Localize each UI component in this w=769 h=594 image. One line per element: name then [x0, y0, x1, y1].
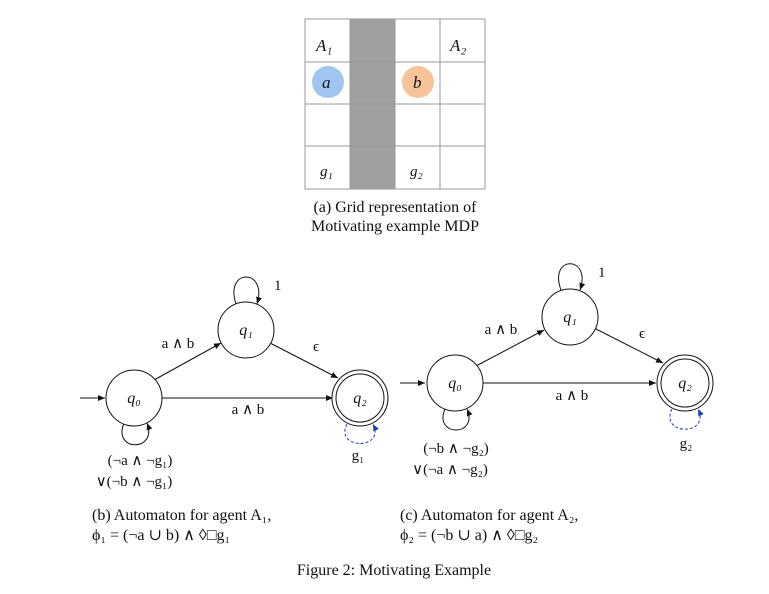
- automaton-b-state-q1: [217, 301, 275, 359]
- grid-caption-line2: Motivating example MDP: [311, 218, 479, 235]
- automaton-c: [400, 263, 714, 431]
- grid-label-a: a: [322, 73, 331, 92]
- grid-label-g2: g₂: [410, 164, 423, 180]
- automaton-c-label-q1-q2: ϵ: [639, 326, 645, 342]
- automaton-c-state-q0: [426, 354, 484, 412]
- automaton-c-loop-q1: [558, 263, 586, 291]
- grid-label-a2: A₂: [449, 36, 466, 55]
- automaton-b-label-q2-self: g₁: [352, 448, 365, 464]
- automaton-b-loop-q0: [121, 422, 153, 446]
- agent-b-circle: [402, 66, 434, 98]
- automaton-b-loop-q1: [233, 276, 262, 305]
- automaton-c-label-q0-q2: a ∧ b: [556, 388, 589, 404]
- automaton-b-caption-line2: ϕ₁ = (¬a ∪ b) ∧ ◊□g₁: [92, 527, 230, 544]
- automaton-b-label-q0-q1: a ∧ b: [162, 336, 195, 352]
- grid-caption-line1: (a) Grid representation of: [313, 199, 477, 216]
- automaton-c-state-q2-inner: [660, 358, 710, 408]
- automaton-b-state-q2: [331, 369, 389, 427]
- automaton-b: [80, 276, 389, 446]
- grid-label-b: b: [413, 73, 422, 92]
- automaton-b-label-q1-self: 1: [274, 278, 282, 294]
- grid-lines: [304, 18, 486, 190]
- grid-label-a1: A₁: [315, 36, 332, 55]
- automaton-c-caption-line2: ϕ₂ = (¬b ∪ a) ∧ ◊□g₂: [400, 527, 538, 544]
- automaton-c-caption-line1: (c) Automaton for agent A₂,: [400, 507, 578, 524]
- automaton-c-q2-label: q₂: [678, 375, 692, 392]
- automaton-c-label-q0-q1: a ∧ b: [485, 322, 518, 338]
- automaton-b-q0-label: q₀: [127, 390, 141, 407]
- automaton-b-q2-label: q₂: [353, 390, 367, 407]
- automaton-c-label-q0-self-line2: ∨(¬a ∧ ¬g₂): [412, 462, 488, 478]
- automaton-b-edge-q1-q2: [269, 342, 339, 379]
- automaton-c-label-q0-self-line1: (¬b ∧ ¬g₂): [423, 441, 489, 457]
- automaton-c-label-q2-self: g₂: [680, 436, 693, 452]
- automaton-c-q0-label: q₀: [448, 375, 462, 392]
- automaton-b-label-q1-q2: ϵ: [313, 339, 319, 355]
- grid-world: A₁ A₂ a b g₁ g₂: [304, 18, 486, 190]
- automaton-b-label-q0-self-line1: (¬a ∧ ¬g₁): [108, 453, 173, 469]
- automaton-b-label-q0-self-line2: ∨(¬b ∧ ¬g₁): [96, 474, 173, 490]
- automaton-b-loop-q2: [344, 423, 379, 444]
- agent-a-circle: [312, 66, 344, 98]
- automaton-b-q1-label: q₁: [239, 322, 253, 339]
- automaton-c-loop-q2: [669, 408, 704, 430]
- automaton-c-loop-q0: [442, 408, 473, 431]
- automaton-b-label-q0-q2: a ∧ b: [232, 402, 265, 418]
- figure-caption: Figure 2: Motivating Example: [297, 562, 491, 579]
- automaton-b-caption-line1: (b) Automaton for agent A₁,: [92, 507, 271, 524]
- automaton-c-q1-label: q₁: [563, 309, 577, 326]
- automaton-c-label-q1-self: 1: [598, 265, 606, 281]
- automaton-b-edge-q0-q1: [153, 342, 222, 381]
- automaton-b-state-q0: [105, 369, 163, 427]
- grid-label-g1: g₁: [320, 164, 333, 180]
- automaton-c-edge-q1-q2: [593, 327, 664, 364]
- automaton-c-state-q1: [541, 288, 599, 346]
- automaton-b-state-q2-inner: [335, 373, 385, 423]
- automaton-c-edge-q0-q1: [475, 329, 545, 367]
- automaton-c-state-q2: [656, 354, 714, 412]
